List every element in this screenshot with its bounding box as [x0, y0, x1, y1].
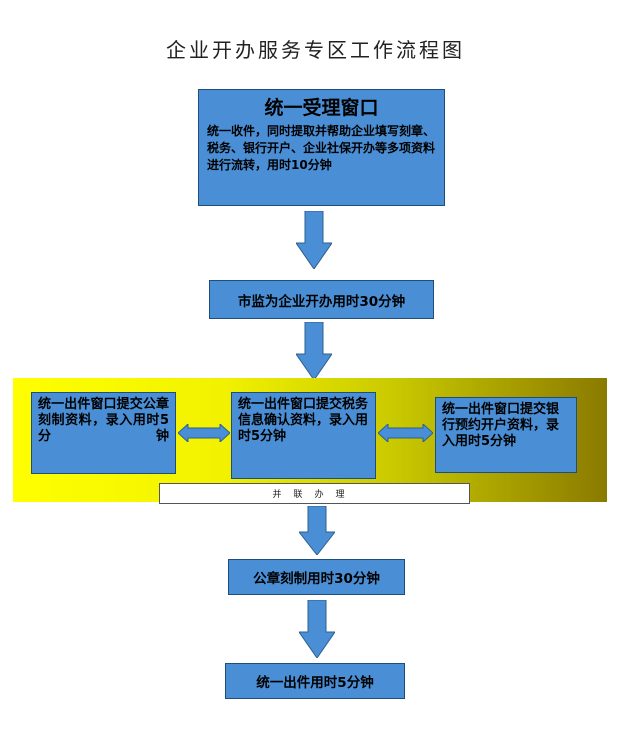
arrow-down-icon: [296, 211, 332, 269]
unified-acceptance-window-box: 统一受理窗口 统一收件，同时提取并帮助企业填写刻章、税务、银行开户、企业社保开办…: [198, 89, 445, 206]
unified-acceptance-window-text: 统一收件，同时提取并帮助企业填写刻章、税务、银行开户、企业社保开办等多项资料进行…: [207, 124, 436, 172]
double-arrow-icon: [178, 424, 230, 442]
unified-acceptance-window-title: 统一受理窗口: [264, 97, 379, 119]
double-arrow-icon: [378, 424, 433, 442]
market-supervision-box: 市监为企业开办用时30分钟: [209, 280, 434, 319]
parallel-processing-label: 并联办理: [159, 483, 470, 504]
diagram-title: 企业开办服务专区工作流程图: [166, 38, 465, 62]
seal-output-window-box: 统一出件窗口提交公章刻制资料，录入用时5分钟: [31, 392, 176, 474]
seal-making-box: 公章刻制用时30分钟: [228, 559, 405, 595]
tax-output-window-box: 统一出件窗口提交税务信息确认资料，录入用时5分钟: [231, 392, 376, 479]
final-output-window-box: 统一出件用时5分钟: [225, 663, 405, 699]
arrow-down-icon: [299, 506, 335, 555]
arrow-down-icon: [299, 600, 335, 658]
bank-output-window-box: 统一出件窗口提交银行预约开户资料，录入用时5分钟: [435, 397, 577, 473]
arrow-down-icon: [296, 322, 332, 380]
